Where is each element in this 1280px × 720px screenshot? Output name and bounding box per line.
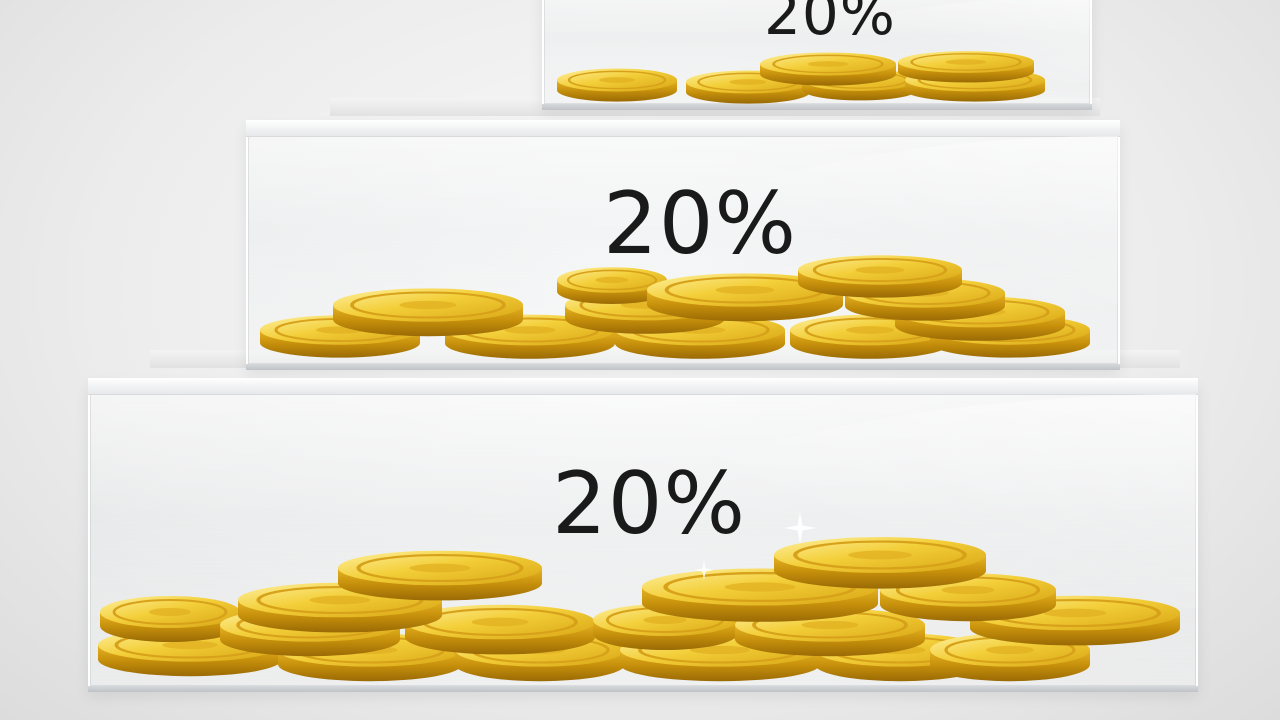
tier-base — [246, 364, 1120, 370]
top-tier-coins — [557, 51, 1045, 103]
tier-base — [542, 104, 1092, 110]
tier-lid — [88, 378, 1198, 395]
sparkle-icons — [694, 512, 816, 580]
middle-tier-coins — [260, 255, 1090, 359]
tier-percentage-label: 20% — [764, 0, 896, 48]
tier-base — [88, 686, 1198, 692]
bottom-tier-coins — [98, 537, 1180, 681]
tier-percentage-label: 20% — [603, 174, 798, 274]
tier-percentage-label: 20% — [552, 454, 747, 554]
tier-lid — [246, 120, 1120, 137]
